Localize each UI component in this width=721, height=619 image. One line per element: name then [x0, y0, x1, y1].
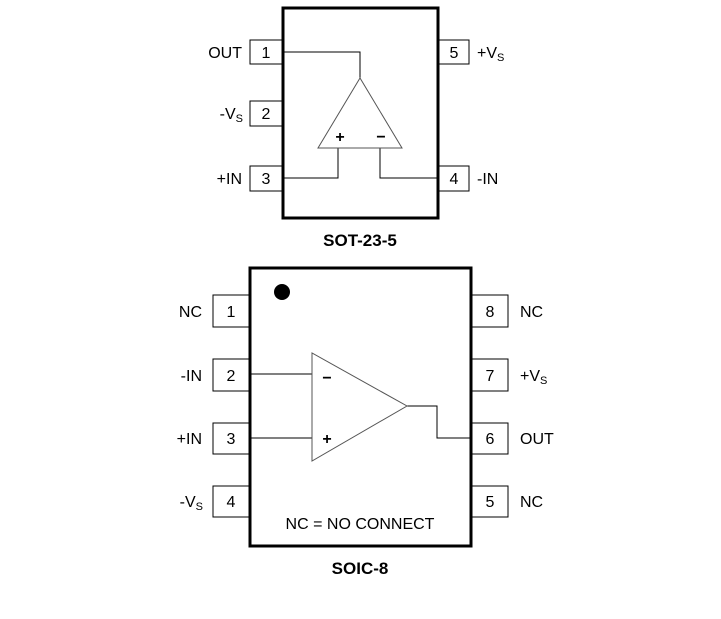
pin-box [471, 294, 509, 328]
pin-label: NC [520, 304, 543, 321]
pin-number: 3 [227, 431, 236, 448]
pin-label: -VS [220, 106, 243, 125]
pin-number: 2 [262, 106, 271, 123]
pin-label: +VS [477, 45, 504, 64]
pin-label: -IN [477, 171, 498, 188]
pin-label: OUT [520, 431, 554, 448]
pin-number: 2 [227, 368, 236, 385]
pin-number: 3 [262, 171, 271, 188]
pin-number: 5 [486, 494, 495, 511]
pin-label: +IN [217, 171, 242, 188]
wire-out [407, 405, 471, 439]
pin-number: 5 [450, 45, 459, 62]
pin-number: 8 [486, 304, 495, 321]
pin-box [437, 165, 470, 192]
pin-number: 4 [450, 171, 459, 188]
pin-label: -VS [180, 494, 203, 513]
pin-label: OUT [208, 45, 242, 62]
minus-sign: − [376, 129, 385, 146]
pin-box [212, 422, 251, 455]
wire-out [283, 51, 361, 78]
pin-label: NC [520, 494, 543, 511]
pin-label: -IN [181, 368, 202, 385]
plus-sign: + [335, 129, 344, 146]
package-title: SOT-23-5 [323, 231, 397, 250]
wire-plus-in [283, 148, 339, 179]
nc-note: NC = NO CONNECT [286, 516, 435, 533]
opamp-symbol [317, 77, 403, 149]
package-title: SOIC-8 [332, 559, 389, 578]
pin-box [249, 39, 283, 65]
pin-box [471, 358, 509, 392]
pin-box [471, 485, 509, 518]
pin-box [249, 165, 283, 192]
pin-number: 4 [227, 494, 236, 511]
minus-sign: − [322, 370, 331, 387]
pin-number: 7 [486, 368, 495, 385]
pin-number: 1 [227, 304, 236, 321]
pin1-marker-dot [274, 284, 290, 300]
pin-box [437, 39, 470, 65]
pin-box [249, 100, 283, 127]
plus-sign: + [322, 431, 331, 448]
pin-label: +IN [177, 431, 202, 448]
sot23-package: + − 1 2 3 4 5 OUT -VS +IN -IN +VS SOT-23… [208, 6, 504, 250]
pin-label: NC [179, 304, 202, 321]
opamp-symbol [311, 352, 409, 462]
wire-minus-in [379, 148, 438, 179]
pin-number: 6 [486, 431, 495, 448]
soic8-package: − + 1 2 3 4 5 6 7 8 NC -IN +IN -VS NC OU… [177, 266, 554, 578]
pin-number: 1 [262, 45, 271, 62]
pin-box [212, 294, 251, 328]
pin-label: +VS [520, 368, 547, 387]
